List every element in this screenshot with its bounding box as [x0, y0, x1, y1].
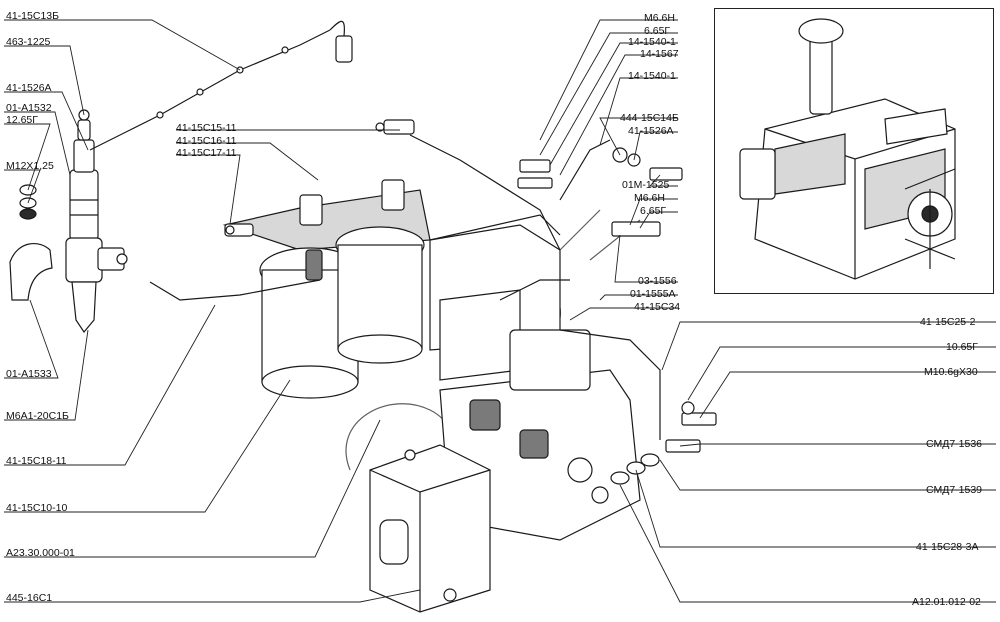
label-01-a1532: 01-А1532 — [6, 102, 52, 114]
label-41-15c25-2: 41-15С25-2 — [920, 316, 976, 328]
label-14-1567: 14-1567 — [640, 48, 679, 60]
banjo-bolt-left — [224, 223, 254, 237]
left-washers — [9, 184, 53, 301]
banjo-bolt-top — [375, 119, 415, 135]
label-03-1556: 03-1556 — [638, 275, 677, 287]
label-m12x125: М12Х1,25 — [6, 160, 54, 172]
label-6-65g-top: 6.65Г — [644, 25, 671, 37]
engine-inset — [714, 8, 994, 294]
label-41-15c34: 41-15С34 — [634, 301, 681, 313]
label-445-16c1: 445-16С1 — [6, 592, 53, 604]
label-m6-6n-top: М6.6Н — [644, 12, 675, 24]
label-m6a1-20c1b: М6А1-20С1Б — [6, 410, 69, 422]
label-41-1526a-right: 41-1526А — [628, 125, 674, 137]
label-smd7-1539: СМД7-1539 — [926, 484, 983, 496]
label-41-15c16-11: 41-15С16-11 — [176, 135, 237, 147]
pressure-tubes — [149, 134, 661, 440]
label-14-1540-1-a: 14-1540-1 — [628, 36, 676, 48]
label-41-1526a-left: 41-1526А — [6, 82, 52, 94]
label-a23-30-000-01: А23.30.000-01 — [6, 547, 75, 559]
engine-inset-artwork — [739, 18, 956, 280]
label-01m-1525: 01М-1525 — [622, 179, 670, 191]
label-10-65g: 10.65Г — [946, 341, 978, 353]
label-41-15c28-3a: 41-15С28-3А — [916, 541, 979, 553]
label-41-15c17-11: 41-15С17-11 — [176, 147, 237, 159]
label-14-1540-1-b: 14-1540-1 — [628, 70, 676, 82]
injection-pump — [429, 224, 641, 541]
governor-housing — [369, 444, 491, 613]
label-a12-01-012-02: А12.01.012-02 — [912, 596, 981, 608]
label-01-1555a: 01-1555А — [630, 288, 676, 300]
label-41-15c13b: 41-15С13Б — [6, 10, 60, 22]
label-6-65g-mid: 6.65Г — [640, 205, 667, 217]
injector-assembly — [65, 109, 128, 334]
label-444-15c14b: 444-15С14Б — [620, 112, 679, 124]
label-m10-6gx30: М10.6gХ30 — [924, 366, 978, 378]
label-463-1225: 463-1225 — [6, 36, 51, 48]
label-12-65g: 12.65Г — [6, 114, 38, 126]
label-smd7-1536: СМД7-1536 — [926, 438, 983, 450]
fuel-filters — [222, 179, 431, 399]
label-m6-6n-mid: М6.6Н — [634, 192, 665, 204]
label-01-a1533: 01-А1533 — [6, 368, 52, 380]
label-41-15c15-11: 41-15С15-11 — [176, 122, 237, 134]
label-41-15c10-10: 41-15С10-10 — [6, 502, 68, 514]
label-41-15c18-11: 41-15С18-11 — [6, 455, 67, 467]
